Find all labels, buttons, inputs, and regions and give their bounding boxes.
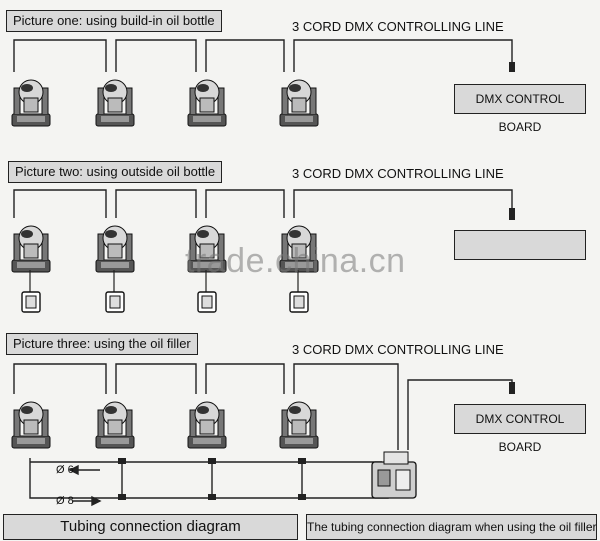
section-two-dmx-board — [454, 230, 586, 260]
section-three-line-label: 3 CORD DMX CONTROLLING LINE — [292, 342, 504, 357]
watermark: trade.china.cn — [185, 242, 406, 280]
moving-head-light-icon — [95, 225, 135, 273]
footer-right-caption: The tubing connection diagram when using… — [306, 514, 597, 540]
moving-head-light-icon — [187, 401, 227, 449]
section-two-line-label: 3 CORD DMX CONTROLLING LINE — [292, 166, 504, 181]
section-two-title: Picture two: using outside oil bottle — [8, 161, 223, 183]
oil-bottle-icon — [289, 291, 309, 313]
moving-head-light-icon — [11, 79, 51, 127]
oil-filler-machine-icon — [371, 451, 417, 499]
moving-head-light-icon — [187, 79, 227, 127]
tube-large-label: Ø 8 — [56, 495, 74, 507]
moving-head-light-icon — [279, 401, 319, 449]
footer-left-caption: Tubing connection diagram — [3, 514, 298, 540]
oil-bottle-icon — [105, 291, 125, 313]
moving-head-light-icon — [95, 79, 135, 127]
section-one-dmx-board: DMX CONTROL BOARD — [454, 84, 586, 134]
oil-bottle-icon — [21, 291, 41, 313]
section-one-title: Picture one: using build-in oil bottle — [6, 10, 222, 32]
tube-small-label: Ø 6 — [56, 464, 74, 476]
moving-head-light-icon — [11, 225, 51, 273]
section-one-line-label: 3 CORD DMX CONTROLLING LINE — [292, 19, 504, 34]
oil-bottle-icon — [197, 291, 217, 313]
section-three-title: Picture three: using the oil filler — [6, 333, 198, 355]
moving-head-light-icon — [95, 401, 135, 449]
section-three-dmx-board: DMX CONTROL BOARD — [454, 404, 586, 454]
moving-head-light-icon — [279, 79, 319, 127]
moving-head-light-icon — [11, 401, 51, 449]
